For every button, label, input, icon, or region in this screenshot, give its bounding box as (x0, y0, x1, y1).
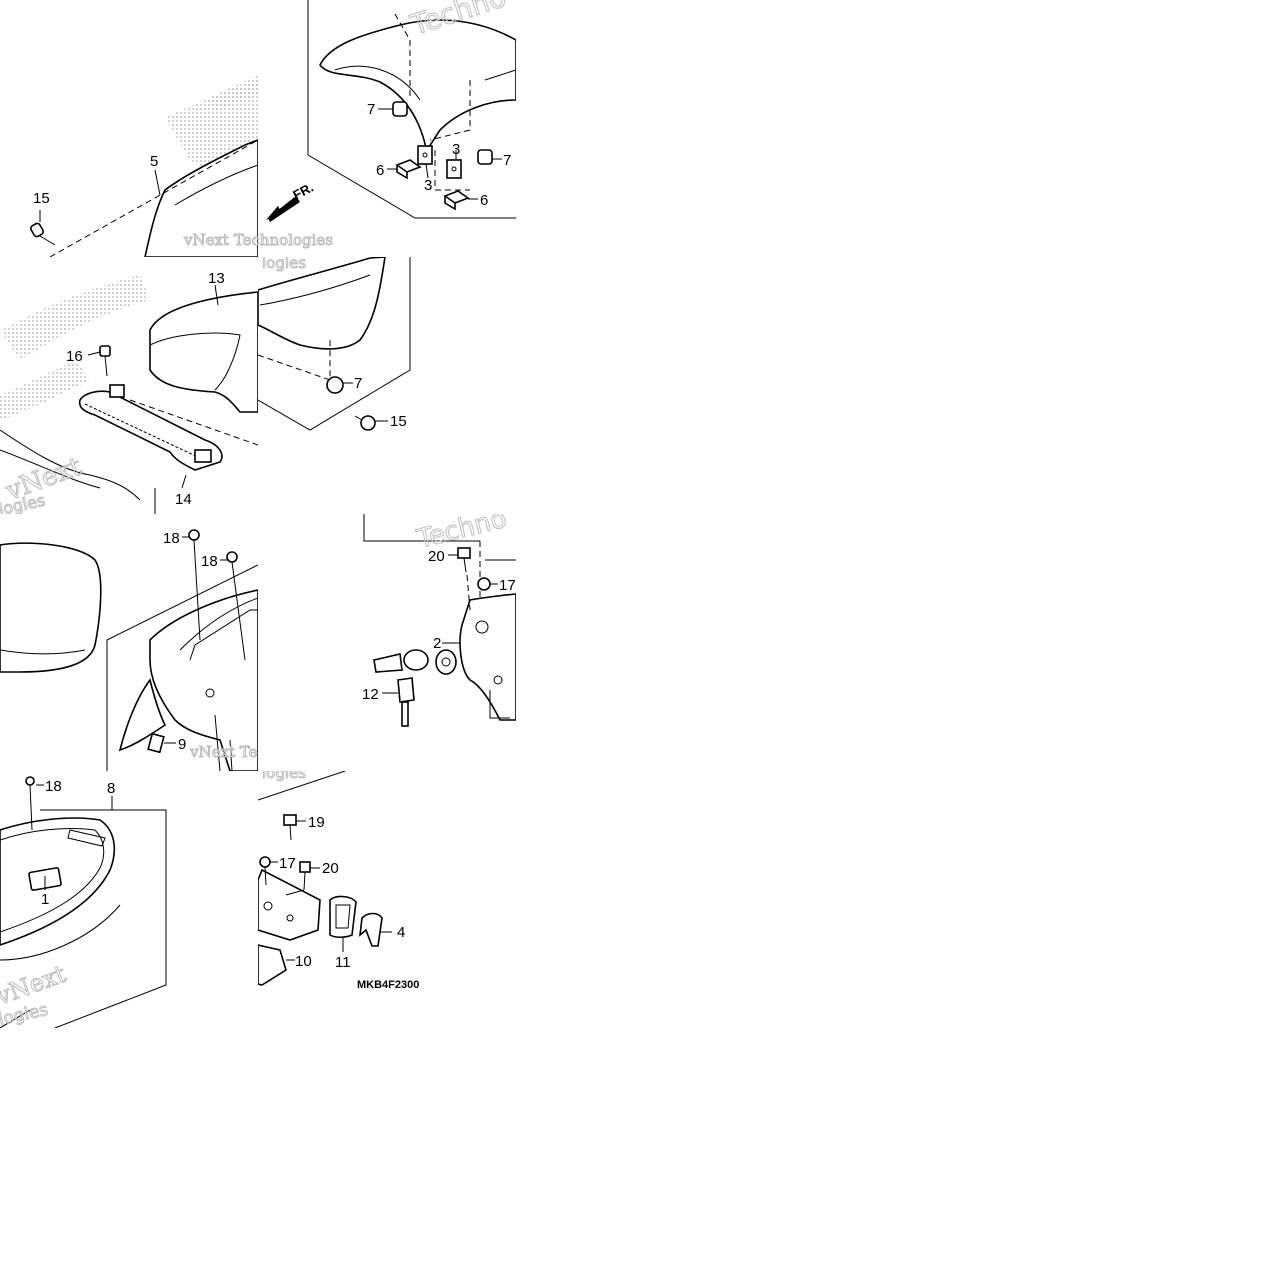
tile-rear-seat-side: logies (258, 254, 411, 431)
callout-4: 4 (397, 924, 405, 941)
callout-17-bottom: 17 (279, 855, 296, 872)
tile-front-seat-left (29, 75, 258, 257)
leader-5 (154, 169, 161, 196)
callout-18-c: 18 (45, 778, 62, 795)
callout-9: 9 (178, 736, 186, 753)
clip-3b-icon (446, 150, 462, 179)
lock-cylinder-2-icon (373, 642, 460, 675)
callout-18-a: 18 (163, 530, 180, 547)
clip-3a-icon (417, 145, 433, 179)
bolt-15-icon (29, 210, 56, 246)
pad-6b-icon (443, 190, 478, 211)
watermark-technologies-mid: logies (0, 491, 47, 519)
bolt-18c-icon (25, 776, 44, 831)
callout-14: 14 (175, 491, 192, 508)
watermark-vnext-low: vNext Technologies (189, 743, 339, 761)
tile-grab-rail: vNext logies (0, 275, 258, 519)
clip-4-icon (358, 912, 392, 947)
bolt-19-icon (283, 814, 306, 841)
callout-20-top: 20 (428, 548, 445, 565)
front-direction-arrow-icon (266, 196, 300, 222)
callout-12: 12 (362, 686, 379, 703)
pad-6a-icon (387, 159, 422, 180)
bolt-18a-icon (182, 529, 201, 641)
watermark-technologies-top: logies (262, 254, 306, 272)
tile-seat-cowl: vNext Technologies (0, 529, 339, 771)
callout-20-bottom: 20 (322, 860, 339, 877)
callout-6-bottom: 6 (480, 192, 488, 209)
grommet-7c-icon (326, 376, 353, 394)
callout-6-top: 6 (376, 162, 384, 179)
callout-7-top-right: 7 (503, 152, 511, 169)
callout-10: 10 (295, 953, 312, 970)
key-12-icon (382, 677, 415, 727)
bolt-20a-icon (448, 547, 471, 611)
bolt-18b-icon (220, 551, 246, 661)
tile-lock-bracket: logies (258, 764, 392, 986)
callout-1: 1 (41, 891, 49, 908)
callout-3-right: 3 (452, 141, 460, 158)
tile-seat-lock: Techno (363, 514, 516, 727)
callout-17-top: 17 (499, 577, 516, 594)
callout-5: 5 (150, 153, 158, 170)
callout-8: 8 (107, 780, 115, 797)
callout-7-top-left: 7 (367, 101, 375, 118)
diagram-code: MKB4F2300 (357, 979, 419, 991)
tile-rear-seat-top: Techno (266, 0, 516, 222)
bolt-17a-icon (477, 577, 498, 591)
callout-3-left: 3 (424, 177, 432, 194)
grommet-7b-icon (477, 149, 502, 165)
bolt-15b-icon (354, 415, 388, 431)
watermark-technologies-low: logies (262, 764, 306, 782)
callout-15-top: 15 (33, 190, 50, 207)
bolt-17b-icon (259, 856, 278, 886)
clip-9-icon (147, 732, 176, 754)
callout-15-mid: 15 (390, 413, 407, 430)
callout-16: 16 (66, 348, 83, 365)
callout-11: 11 (335, 954, 351, 971)
callout-7-mid: 7 (354, 375, 362, 392)
tile-rear-cowl: vNext logies (0, 776, 167, 1028)
bolt-20b-icon (285, 861, 320, 896)
bolt-16-icon (87, 345, 111, 377)
cover-11-icon (329, 895, 357, 952)
grommet-7a-icon (378, 101, 408, 117)
watermark-vnext-top: vNext Technologies (183, 231, 333, 249)
callout-19: 19 (308, 814, 325, 831)
callout-2: 2 (433, 635, 441, 652)
callout-labels: 15 5 7 6 3 3 7 6 13 16 14 7 15 18 18 9 2… (33, 101, 516, 971)
callout-18-b: 18 (201, 553, 218, 570)
callout-13: 13 (208, 270, 225, 287)
